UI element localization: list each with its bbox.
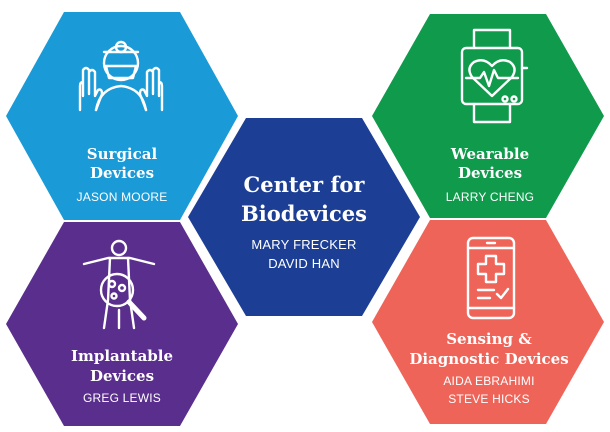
hex-implantable: Implantable Devices GREG LEWIS	[6, 222, 238, 426]
hex-surgical: Surgical Devices JASON MOORE	[6, 12, 238, 220]
center-person-name-2: DAVID HAN	[268, 256, 340, 271]
sensing-person-name-2: STEVE HICKS	[448, 392, 530, 406]
surgical-title-line1: Surgical	[87, 145, 158, 163]
implantable-title-line2: Devices	[90, 367, 154, 385]
hex-implantable-shape	[6, 222, 238, 426]
wearable-title-line1: Wearable	[450, 145, 529, 163]
center-person-name-1: MARY FRECKER	[251, 237, 356, 252]
hex-sensing-shape	[372, 220, 604, 424]
center-title-line2: Biodevices	[241, 201, 367, 226]
smartwatch-icon	[460, 28, 529, 124]
implantable-title-line1: Implantable	[71, 347, 173, 365]
sensing-title-line1: Sensing &	[446, 330, 532, 348]
wearable-person-name: LARRY CHENG	[446, 190, 534, 204]
implantable-person-name: GREG LEWIS	[83, 391, 161, 405]
smartphone-health-icon	[466, 236, 516, 320]
sensing-person-name-1: AIDA EBRAHIMI	[443, 374, 534, 388]
hex-center: Center for Biodevices MARY FRECKER DAVID…	[188, 118, 420, 316]
hex-wearable-shape	[372, 14, 604, 218]
center-title-line1: Center for	[244, 172, 366, 197]
hex-center-shape	[188, 118, 420, 316]
surgical-person-name: JASON MOORE	[77, 190, 168, 204]
sensing-title-line2: Diagnostic Devices	[409, 350, 568, 368]
surgeon-icon	[78, 40, 164, 112]
body-magnifier-icon	[82, 239, 156, 330]
hex-wearable: Wearable Devices LARRY CHENG	[372, 14, 604, 218]
hex-sensing: Sensing & Diagnostic Devices AIDA EBRAHI…	[372, 220, 604, 424]
surgical-title-line2: Devices	[90, 164, 154, 182]
wearable-title-line2: Devices	[458, 164, 522, 182]
hex-surgical-shape	[6, 12, 238, 220]
